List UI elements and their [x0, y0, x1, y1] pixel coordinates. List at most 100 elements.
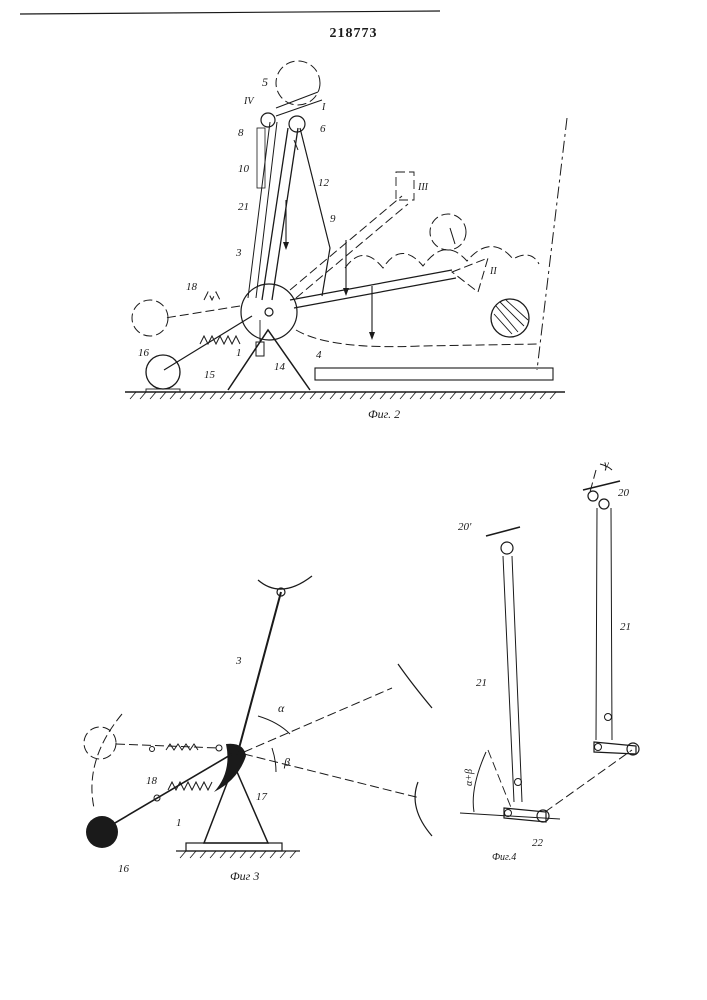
- fig2-paddle-II: [452, 258, 488, 292]
- fig2-ground-hatch: [130, 392, 556, 399]
- fig2-label-5: 5: [262, 75, 268, 89]
- fig3-arm-alpha: [244, 688, 392, 752]
- fig4-label-21-right: 21: [620, 621, 631, 633]
- fig2-mat: [315, 368, 553, 380]
- fig3-arc-alpha: [398, 664, 432, 708]
- fig2-arrowhead-mid: [343, 288, 349, 296]
- fig2-link-21: [248, 122, 277, 298]
- fig2-top-dashed-circle: [276, 61, 320, 105]
- fig2-label-3: 3: [235, 247, 242, 259]
- fig2-arm-III: [290, 196, 408, 298]
- fig3-stand: [204, 765, 268, 843]
- fig2-label-6: 6: [320, 123, 326, 135]
- fig2-label-9: 9: [330, 213, 336, 225]
- figure-3: 3 α β 18 17 1 16 Фиг 3: [84, 576, 432, 883]
- fig2-label-II: II: [489, 266, 497, 277]
- fig3-top-arc: [258, 576, 312, 589]
- fig4-label-20-prime: 20': [458, 521, 472, 533]
- fig3-spring-pin: [216, 745, 222, 751]
- fig3-label-3: 3: [235, 655, 242, 667]
- fig2-label-8: 8: [238, 127, 244, 139]
- fig2-label-4: 4: [316, 349, 322, 361]
- fig2-ball-16: [146, 355, 180, 389]
- fig2-label-I: I: [321, 102, 326, 113]
- fig4-right-pin-b: [599, 499, 609, 509]
- fig2-swing-curve: [296, 330, 540, 347]
- fig2-label-16: 16: [138, 347, 150, 359]
- figure-2: 5 IV I 8 6 10 12 III 21 9 3 II 18 4 16 1…: [125, 61, 567, 421]
- fig4-angle-ray: [488, 750, 512, 810]
- fig4-caption: Фиг.4: [492, 852, 516, 863]
- fig2-top-bracket: [276, 92, 322, 116]
- fig3-label-17: 17: [256, 791, 268, 803]
- fig4-left-rod-21: [503, 556, 522, 802]
- fig4-left-pin: [501, 542, 513, 554]
- fig3-base-hatch: [180, 851, 296, 858]
- fig4-angle-arc: [473, 752, 486, 812]
- fig3-angle-beta: [272, 748, 276, 772]
- fig2-link-9: [300, 128, 330, 296]
- fig2-caption: Фиг. 2: [368, 407, 400, 421]
- fig4-connect-line: [545, 750, 632, 812]
- figure-4: γ 20 20' 21 21 α+β 22 Фиг.4: [458, 457, 639, 863]
- fig2-trajectory: [345, 246, 539, 268]
- fig2-wall-line: [537, 118, 567, 370]
- fig3-arc-beta: [415, 782, 432, 836]
- fig3-arm-beta: [244, 754, 420, 798]
- fig4-label-20: 20: [618, 487, 630, 499]
- fig3-base: [186, 843, 282, 851]
- fig4-right-rod-21: [596, 508, 612, 740]
- fig2-weight-14: [256, 342, 264, 356]
- fig4-right-crank-pin: [595, 744, 602, 751]
- fig2-label-III: III: [417, 182, 429, 193]
- fig2-spring-dashed: [204, 292, 220, 300]
- fig3-pin-dashed: [150, 747, 155, 752]
- fig2-top-wheel-6: [289, 116, 305, 132]
- fig4-left-top-bar: [486, 527, 520, 536]
- fig4-right-pin-a: [588, 491, 598, 501]
- fig2-label-IV: IV: [243, 96, 255, 107]
- fig2-rod-10: [257, 128, 265, 188]
- fig2-label-14: 14: [274, 361, 286, 373]
- fig3-label-beta: β: [283, 755, 290, 769]
- fig3-label-18: 18: [146, 775, 158, 787]
- fig3-counter-arm-dashed: [116, 744, 218, 748]
- fig2-counter-arm-dashed: [165, 306, 240, 318]
- fig2-hub-pivot: [265, 308, 273, 316]
- fig2-label-12: 12: [318, 177, 330, 189]
- fig3-label-16: 16: [118, 863, 130, 875]
- fig4-right-gamma-line: [590, 470, 596, 492]
- fig2-label-15: 15: [204, 369, 216, 381]
- fig3-ball-16: [86, 816, 118, 848]
- fig4-label-21-left: 21: [476, 677, 487, 689]
- fig3-label-1: 1: [176, 817, 182, 829]
- fig2-label-18: 18: [186, 281, 198, 293]
- fig2-arrow-III: [450, 228, 455, 244]
- fig4-label-alpha-beta: α+β: [464, 769, 475, 786]
- fig3-arm-3: [238, 592, 281, 752]
- fig2-label-21: 21: [238, 201, 249, 213]
- fig2-arrowhead-left: [283, 242, 289, 250]
- fig3-spring-18: [168, 782, 212, 790]
- fig2-label-1: 1: [236, 347, 242, 359]
- fig4-right-rod-pin: [605, 714, 612, 721]
- fig2-spring-18: [200, 336, 240, 344]
- fig2-ball-16-dashed: [132, 300, 168, 336]
- top-rule: [20, 11, 440, 14]
- fig2-top-wheel-8: [261, 113, 275, 127]
- fig2-stand: [228, 330, 310, 390]
- fig4-label-gamma: γ: [604, 457, 609, 471]
- fig2-arrowhead-right: [369, 332, 375, 340]
- fig2-label-10: 10: [238, 163, 250, 175]
- fig3-angle-alpha: [258, 716, 290, 734]
- fig2-paddle-III: [396, 172, 414, 200]
- fig4-right-top-bar: [583, 481, 620, 490]
- fig3-caption: Фиг 3: [230, 869, 259, 883]
- fig2-ball-III: [430, 214, 466, 250]
- fig3-label-alpha: α: [278, 701, 285, 715]
- fig4-left-rod-pin: [515, 779, 522, 786]
- fig4-right-crank-hub: [627, 743, 639, 755]
- fig4-label-22: 22: [532, 837, 544, 849]
